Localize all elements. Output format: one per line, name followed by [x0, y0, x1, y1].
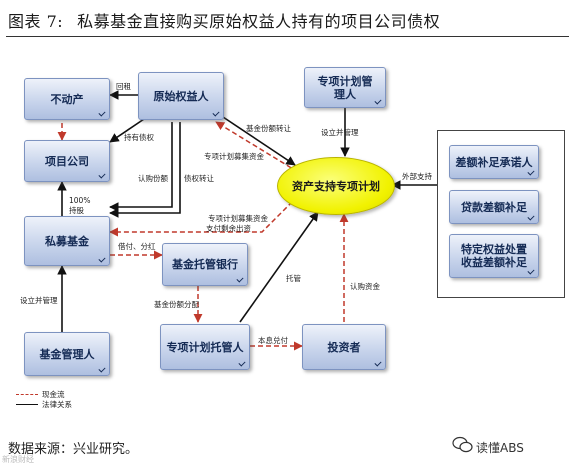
label-hold: 持股 [69, 206, 84, 215]
label-sp-raised-funds: 专项计划募集资金 [204, 152, 264, 161]
node-sp-manager-label: 专项计划管理人 [317, 74, 373, 101]
node-loan-deficit: 贷款差额补足 [449, 190, 539, 224]
label-sp-raised-remaining: 专项计划募集资金 [208, 214, 268, 223]
label-hold-100: 100% [69, 196, 91, 205]
source-note: 数据来源：兴业研究。 [8, 442, 139, 457]
node-disposal-deficit-label: 特定权益处置收益差额补足 [461, 243, 527, 269]
edge-owner-subscribe-fund [109, 122, 173, 212]
wechat-icon [452, 436, 473, 453]
node-real-estate: 不动产 [24, 78, 110, 120]
label-fund-share-transfer: 基金份额转让 [246, 124, 291, 133]
label-hold-debt: 持有债权 [124, 133, 154, 142]
legend-cash-flow-line [16, 394, 38, 395]
node-project-company: 项目公司 [24, 140, 110, 182]
node-original-owner: 原始权益人 [138, 72, 224, 120]
figure-title: 图表 7: 私募基金直接购买原始权益人持有的项目公司债权 [8, 8, 440, 32]
label-subscribe-share: 认购份额 [138, 174, 168, 183]
edge-owner-share-transfer [222, 116, 296, 166]
label-principal-interest: 本息兑付 [258, 336, 288, 345]
legend-legal-text: 法律关系 [42, 400, 72, 409]
node-fund-manager-label: 基金管理人 [39, 347, 95, 361]
edge-cash-abs-owner [215, 121, 299, 173]
node-disposal-deficit: 特定权益处置收益差额补足 [449, 234, 539, 278]
node-project-company-label: 项目公司 [45, 154, 89, 168]
legend-cash-flow-text: 现金流 [42, 390, 65, 399]
node-sp-manager: 专项计划管理人 [304, 67, 386, 108]
label-custody: 托管 [286, 274, 301, 283]
node-investors-label: 投资者 [327, 340, 361, 354]
external-support-frame [437, 130, 565, 298]
legend-legal-line [16, 404, 38, 405]
node-private-fund-label: 私募基金 [45, 234, 89, 248]
node-fund-custodian-bank-label: 基金托管银行 [172, 258, 238, 271]
figure-title-text: 私募基金直接购买原始权益人持有的项目公司债权 [77, 12, 441, 31]
node-deficit-guarantor-label: 差额补足承诺人 [455, 155, 533, 169]
corner-watermark: 新浪财经 [2, 455, 34, 464]
node-deficit-guarantor: 差额补足承诺人 [449, 145, 539, 179]
node-real-estate-label: 不动产 [50, 92, 84, 106]
label-subscribe-funds: 认购资金 [350, 282, 380, 291]
label-lease-back: 回租 [116, 82, 131, 91]
node-abs-plan: 资产支持专项计划 [277, 157, 395, 215]
label-external-support: 外部支持 [402, 172, 432, 181]
label-sp-raised-remaining-2: 支付剩余出资 [206, 224, 251, 233]
label-debt-transfer: 债权转让 [184, 174, 214, 183]
node-investors: 投资者 [302, 324, 386, 370]
node-original-owner-label: 原始权益人 [153, 89, 209, 103]
edge-custodian-to-abs [239, 211, 319, 323]
watermark-text: 读懂ABS [476, 441, 524, 455]
edge-owner-debt-fund [109, 122, 181, 218]
title-divider [6, 36, 569, 37]
figure-label: 图表 7: [8, 12, 64, 31]
node-loan-deficit-label: 贷款差额补足 [461, 200, 527, 214]
edge-cash-abs-fund [109, 195, 299, 237]
label-setup-manage-sp: 设立并管理 [321, 128, 359, 137]
node-abs-plan-label: 资产支持专项计划 [292, 180, 380, 193]
label-fund-share-dist: 基金份额分配 [154, 300, 199, 309]
node-private-fund: 私募基金 [24, 216, 110, 266]
label-credit-dividend: 借付、分红 [118, 242, 156, 251]
node-sp-custodian-label: 专项计划托管人 [166, 340, 244, 354]
node-fund-custodian-bank: 基金托管银行 [162, 243, 248, 286]
node-sp-custodian: 专项计划托管人 [160, 324, 250, 370]
label-setup-manage-fund: 设立并管理 [20, 296, 58, 305]
node-fund-manager: 基金管理人 [24, 332, 110, 376]
